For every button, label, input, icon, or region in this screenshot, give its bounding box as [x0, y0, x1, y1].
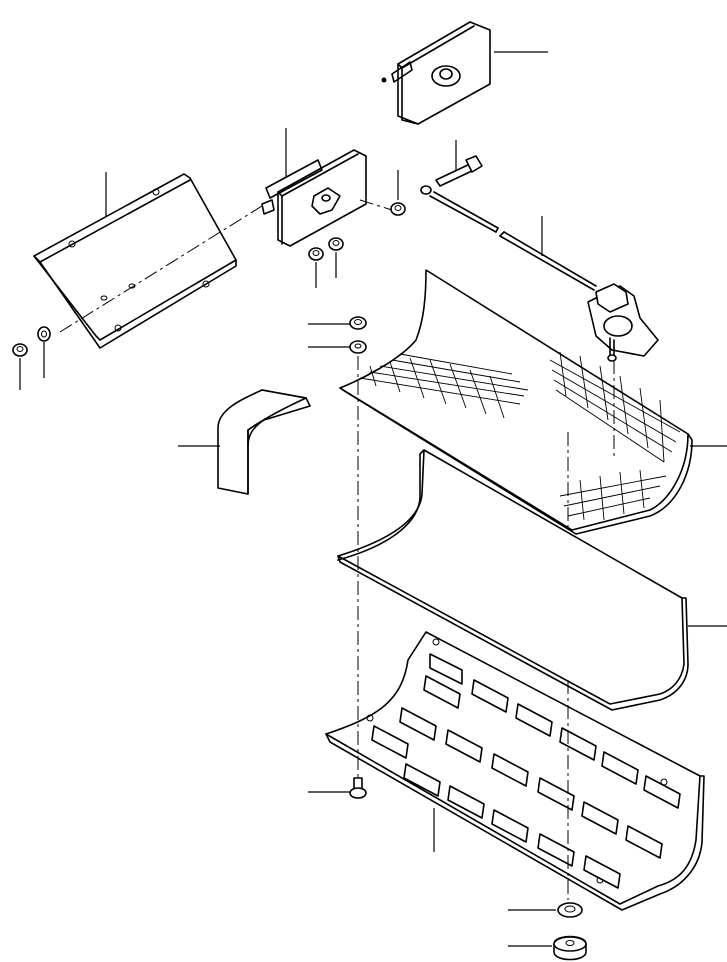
latch-assembly: [587, 283, 659, 362]
long-rod: [429, 191, 597, 291]
bottom-washer: [557, 902, 583, 918]
bottom-bumper: [553, 935, 587, 961]
upper-bracket: [381, 21, 491, 125]
wire-mesh-screen: [339, 269, 693, 535]
perforated-grille: [325, 631, 705, 911]
bottom-bolt: [349, 777, 367, 799]
nut-rod: [390, 202, 406, 216]
middle-bracket: [261, 149, 367, 247]
rubber-seal: [217, 389, 311, 495]
grille-slots: [371, 653, 681, 889]
centerline-rod-nut: [359, 199, 393, 211]
left-cover-plate: [33, 173, 237, 349]
filter-pad: [337, 449, 689, 711]
centerline-left-cover: [59, 205, 263, 333]
left-nut-washer: [12, 326, 51, 357]
mesh-nut-washer: [349, 316, 367, 354]
nut-pair: [308, 237, 344, 261]
bolt: [420, 155, 483, 195]
